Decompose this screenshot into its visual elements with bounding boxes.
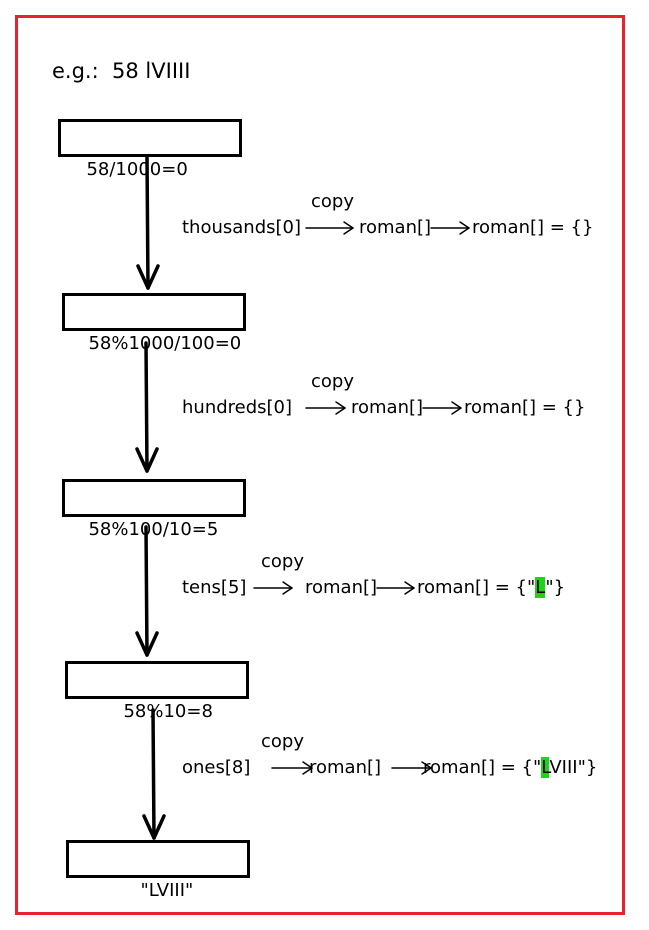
step-box-hundreds: 58%1000/100=0 xyxy=(62,293,246,354)
var-label-ones: ones[8] xyxy=(182,757,251,778)
down-arrow-1 xyxy=(136,155,160,290)
assign-arrow-ones xyxy=(391,761,432,775)
copy-arrow-ones xyxy=(271,761,313,775)
roman-label-hundreds: roman[] xyxy=(351,397,424,418)
diagram-frame xyxy=(15,15,625,915)
copy-label-hundreds: copy xyxy=(311,371,354,392)
diagram-title: e.g.: 58 lVIIII xyxy=(52,59,191,83)
roman-label-ones: roman[] xyxy=(309,757,382,778)
result-label-ones: roman[] = {"LVIII"} xyxy=(423,757,597,779)
step-box-thousands-text: 58/1000=0 xyxy=(86,159,188,180)
final-result-text: "LVIII" xyxy=(140,880,194,901)
step-box-tens: 58%100/10=5 xyxy=(62,479,246,540)
roman-label-thousands: roman[] xyxy=(359,217,432,238)
step-box-thousands: 58/1000=0 xyxy=(58,119,242,180)
assign-arrow-tens xyxy=(376,581,415,595)
copy-label-thousands: copy xyxy=(311,191,354,212)
step-box-ones-text: 58%10=8 xyxy=(123,701,213,722)
step-box-tens-text: 58%100/10=5 xyxy=(88,519,219,540)
result-label-tens: roman[] = {"L"} xyxy=(417,577,565,599)
highlight-L: L xyxy=(541,757,550,778)
copy-label-tens: copy xyxy=(261,551,304,572)
var-label-tens: tens[5] xyxy=(182,577,247,598)
assign-arrow-hundreds xyxy=(422,401,462,415)
final-result-box: "LVIII" xyxy=(66,840,250,901)
result-suffix: VIII"} xyxy=(549,757,598,778)
var-label-thousands: thousands[0] xyxy=(182,217,302,238)
result-prefix: roman[] = {} xyxy=(464,397,586,418)
copy-arrow-hundreds xyxy=(305,401,346,415)
result-label-hundreds: roman[] = {} xyxy=(464,397,585,419)
step-box-ones: 58%10=8 xyxy=(65,661,249,722)
down-arrow-2 xyxy=(135,341,159,473)
var-label-hundreds: hundreds[0] xyxy=(182,397,293,418)
down-arrow-4 xyxy=(142,708,166,840)
copy-label-ones: copy xyxy=(261,731,304,752)
result-prefix: roman[] = {} xyxy=(472,217,594,238)
copy-arrow-tens xyxy=(253,581,293,595)
copy-arrow-thousands xyxy=(305,221,354,235)
down-arrow-3 xyxy=(135,525,159,657)
result-suffix: "} xyxy=(545,577,566,598)
roman-label-tens: roman[] xyxy=(305,577,378,598)
result-prefix: roman[] = {" xyxy=(417,577,536,598)
assign-arrow-thousands xyxy=(430,221,470,235)
step-box-hundreds-text: 58%1000/100=0 xyxy=(88,333,242,354)
result-label-thousands: roman[] = {} xyxy=(472,217,593,239)
highlight-L: L xyxy=(535,577,546,598)
result-prefix: roman[] = {" xyxy=(423,757,542,778)
